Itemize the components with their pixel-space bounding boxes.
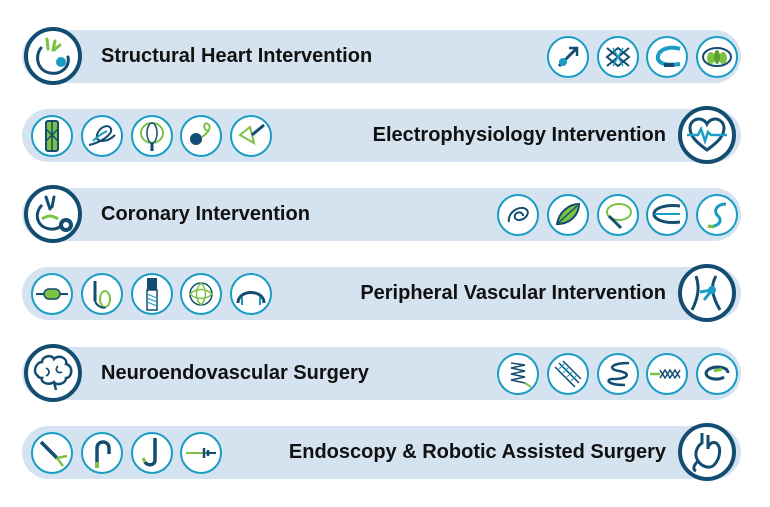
catheter-icon xyxy=(646,36,688,78)
category-label: Neuroendovascular Surgery xyxy=(101,362,369,384)
ablation-catheter-icon xyxy=(180,115,222,157)
stomach-icon xyxy=(678,423,736,481)
embolic-coil-icon xyxy=(497,353,539,395)
row-endoscopy: Endoscopy & Robotic Assisted Surgery xyxy=(0,399,770,481)
guide-catheter-icon xyxy=(646,194,688,236)
filter-icon xyxy=(180,273,222,315)
heart-valve-icon xyxy=(24,27,82,85)
loop-wire-icon xyxy=(597,194,639,236)
category-label: Peripheral Vascular Intervention xyxy=(360,282,666,304)
occluder-icon xyxy=(696,36,738,78)
guidewire-coil-icon xyxy=(497,194,539,236)
vena-cava-filter-icon xyxy=(230,273,272,315)
snare-icon xyxy=(81,273,123,315)
microcatheter-icon xyxy=(696,194,738,236)
coronary-heart-icon xyxy=(24,185,82,243)
aspiration-catheter-icon xyxy=(597,353,639,395)
balloon-icon xyxy=(547,194,589,236)
stent-retriever-icon xyxy=(646,353,688,395)
row-structural-heart: Structural Heart Intervention xyxy=(0,3,770,85)
heart-rhythm-icon xyxy=(678,106,736,164)
hook-icon xyxy=(81,432,123,474)
vessel-icon xyxy=(678,264,736,322)
row-neuroendovascular: Neuroendovascular Surgery xyxy=(0,320,770,402)
probe-icon xyxy=(131,432,173,474)
row-electrophysiology: Electrophysiology Intervention xyxy=(0,82,770,164)
basket-catheter-icon xyxy=(131,115,173,157)
row-peripheral: Peripheral Vascular Intervention xyxy=(0,240,770,322)
category-label: Electrophysiology Intervention xyxy=(372,124,666,146)
category-label: Coronary Intervention xyxy=(101,203,310,225)
sheath-icon xyxy=(31,115,73,157)
category-label: Endoscopy & Robotic Assisted Surgery xyxy=(288,441,666,463)
grasper-icon xyxy=(31,432,73,474)
delivery-system-icon xyxy=(547,36,589,78)
neuro-microcatheter-icon xyxy=(696,353,738,395)
balloon-catheter-icon xyxy=(31,273,73,315)
row-coronary: Coronary Intervention xyxy=(0,161,770,243)
injection-needle-icon xyxy=(180,432,222,474)
flow-diverter-icon xyxy=(547,353,589,395)
brain-icon xyxy=(24,344,82,402)
loop-catheter-icon xyxy=(81,115,123,157)
valve-frame-icon xyxy=(597,36,639,78)
mapping-catheter-icon xyxy=(230,115,272,157)
stent-graft-icon xyxy=(131,273,173,315)
category-label: Structural Heart Intervention xyxy=(101,45,373,67)
